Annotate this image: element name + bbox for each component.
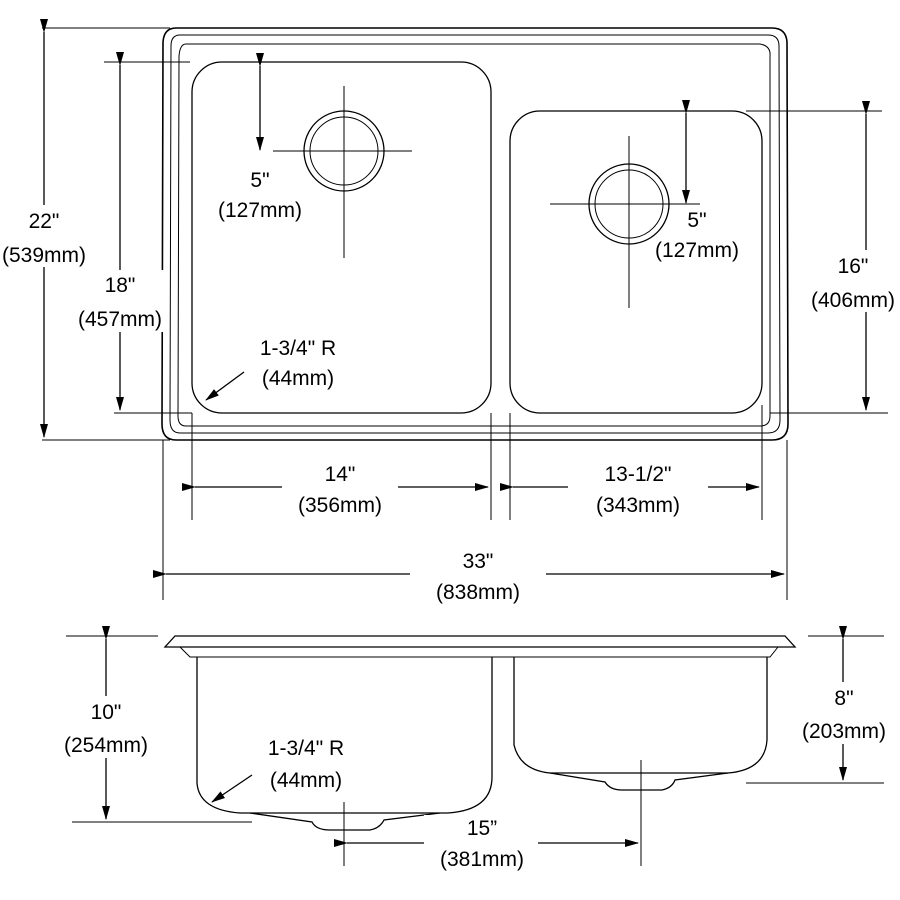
right-drain [550,136,700,308]
right-bowl-height-label: 8" [834,687,853,710]
section-corner-radius-leader [211,774,253,803]
left-drain-offset-label: 5" [250,169,269,192]
drain-spacing-mm-label: (381mm) [440,848,524,871]
overall-width-mm-label: (838mm) [436,581,520,604]
left-bowl-depth-mm-label: (457mm) [78,308,162,331]
right-bowl-depth-label: 16" [838,255,869,278]
corner-radius-mm-label: (44mm) [262,367,334,390]
flange-underside [765,646,779,658]
left-drain [273,86,412,258]
right-bowl-width-label: 13-1/2" [605,463,672,486]
right-bowl-drain [549,772,729,791]
left-bowl-width-mm-label: (356mm) [298,494,382,517]
left-drain-offset-mm-label: (127mm) [218,199,302,222]
right-bowl [509,110,763,414]
sink-flange [163,635,797,648]
left-bowl-height-mm-label: (254mm) [64,734,148,757]
sink-rim-inner-1 [169,34,781,434]
overall-depth-label: 22" [29,210,60,233]
right-drain-offset-mm-label: (127mm) [655,239,739,262]
right-bowl-width-mm-label: (343mm) [596,494,680,517]
left-bowl-width-label: 14" [325,463,356,486]
right-bowl-height-mm-label: (203mm) [802,720,886,743]
overall-width-label: 33" [463,550,494,573]
flange-underside [179,646,195,658]
drain-spacing-label: 15” [467,817,497,840]
left-bowl [191,61,492,414]
sink-rim-outer [161,27,789,441]
section-corner-radius-label: 1-3/4" R [268,737,344,760]
right-drain-offset-label: 5" [687,209,706,232]
right-bowl-depth-mm-label: (406mm) [811,289,895,312]
sink-rim-inner-2 [177,43,771,427]
corner-radius-label: 1-3/4" R [260,337,336,360]
left-bowl-depth-label: 18" [105,274,136,297]
right-bowl-section [513,657,768,774]
corner-radius-leader [205,371,245,401]
left-bowl-drain [249,812,441,831]
overall-depth-mm-label: (539mm) [2,244,86,267]
section-view: 10" (254mm) 8" (203mm) 1-3/4" R (44mm) 1… [56,626,894,877]
left-bowl-section [196,657,493,814]
left-bowl-height-label: 10" [91,701,122,724]
plan-view: 22" (539mm) 18" (457mm) 5" (127mm) 5" (1… [0,19,900,607]
section-corner-radius-mm-label: (44mm) [270,769,342,792]
